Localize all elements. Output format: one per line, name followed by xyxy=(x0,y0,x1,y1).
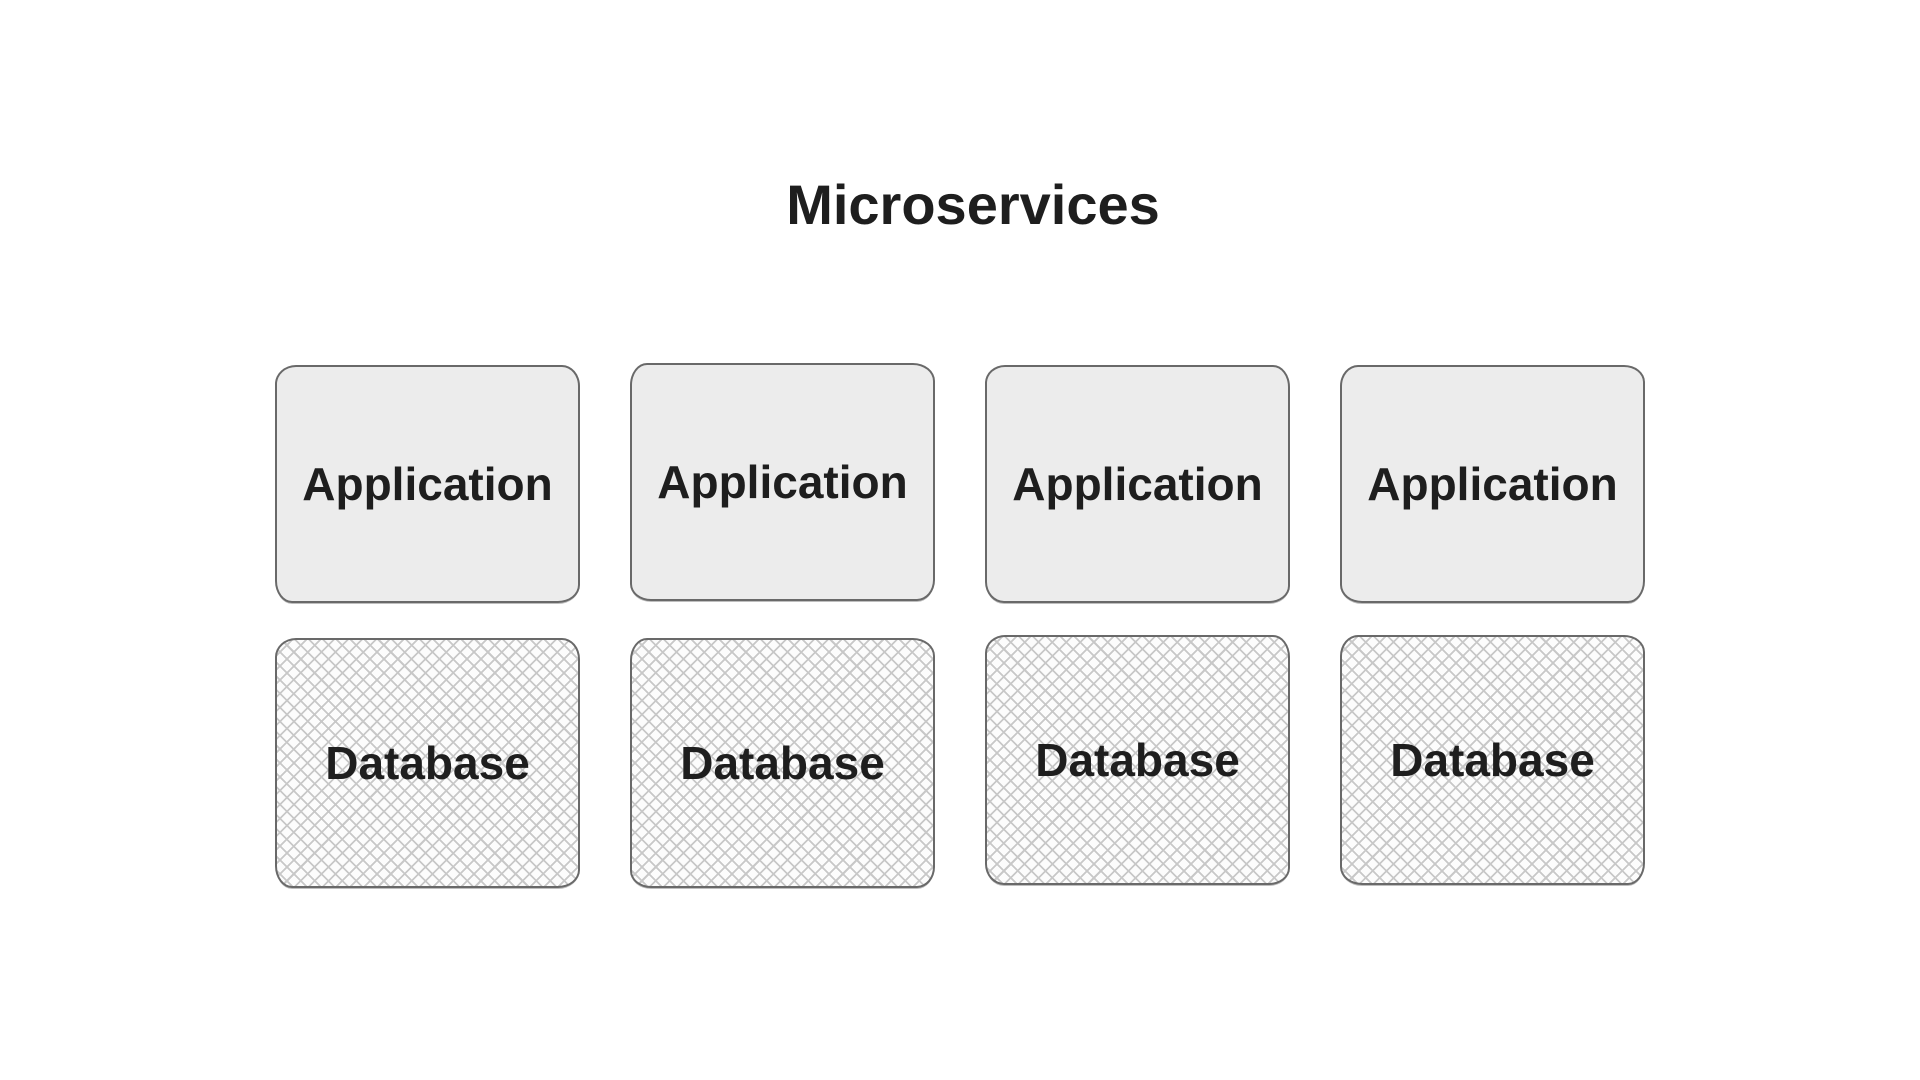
services-grid: Application Application Application Appl… xyxy=(275,363,1645,891)
application-label: Application xyxy=(302,457,553,510)
application-box: Application xyxy=(985,365,1290,603)
application-box: Application xyxy=(1340,365,1645,603)
database-label: Database xyxy=(325,736,530,789)
application-box: Application xyxy=(275,365,580,603)
application-label: Application xyxy=(657,455,908,508)
database-box: Database xyxy=(1340,635,1645,885)
database-box: Database xyxy=(630,638,935,888)
database-box: Database xyxy=(275,638,580,888)
application-box: Application xyxy=(630,363,935,601)
database-label: Database xyxy=(1035,733,1240,786)
diagram-title: Microservices xyxy=(786,173,1160,236)
database-label: Database xyxy=(680,736,885,789)
database-box: Database xyxy=(985,635,1290,885)
application-label: Application xyxy=(1367,457,1618,510)
database-label: Database xyxy=(1390,733,1595,786)
application-label: Application xyxy=(1012,457,1263,510)
